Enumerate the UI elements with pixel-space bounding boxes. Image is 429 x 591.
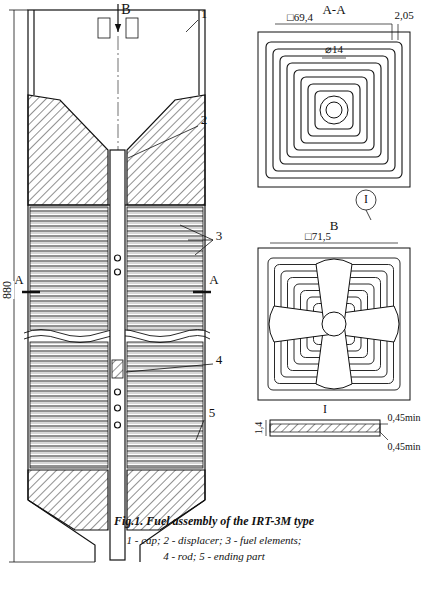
caption-key: 4 - rod; 5 - ending part xyxy=(163,550,265,562)
view-title: I xyxy=(323,403,327,416)
fuel-tube xyxy=(301,77,367,143)
dimension: 880 xyxy=(1,281,14,299)
dimension: □69,4 xyxy=(287,11,313,23)
fuel-tube xyxy=(268,258,400,390)
fuel-tube xyxy=(273,49,395,171)
section-views xyxy=(258,24,410,440)
fuel-tube xyxy=(294,70,374,150)
dimension: 0,45min xyxy=(387,412,420,423)
callout-number: 2 xyxy=(201,113,208,127)
callout-number: 4 xyxy=(216,353,223,367)
dimension: 1,4 xyxy=(253,422,264,435)
fuel-tube xyxy=(280,56,388,164)
view-arrow-letter: B xyxy=(121,2,130,17)
callout-number: 3 xyxy=(216,229,223,243)
view-title: B xyxy=(330,219,339,233)
dimension: □71,5 xyxy=(305,230,331,242)
section-letter: A xyxy=(209,273,218,287)
section-letter: A xyxy=(14,273,23,287)
callout-number: 1 xyxy=(201,7,208,21)
figure-caption: Fig.1. Fuel assembly of the IRT-3M type xyxy=(114,515,314,528)
caption-key: 1 - cap; 2 - displacer; 3 - fuel element… xyxy=(126,534,301,546)
fuel-tube xyxy=(315,91,353,129)
view-title: A-A xyxy=(322,3,345,17)
fuel-tube xyxy=(308,84,360,136)
fuel-tube xyxy=(266,42,402,178)
callout-number: 5 xyxy=(209,406,216,420)
fuel-tube xyxy=(287,63,381,157)
dimension: ⌀14 xyxy=(325,43,343,55)
longitudinal-section xyxy=(9,4,213,562)
dimension: 0,45min xyxy=(387,441,420,452)
callout-number: I xyxy=(364,193,368,206)
dimension: 2,05 xyxy=(394,9,413,21)
